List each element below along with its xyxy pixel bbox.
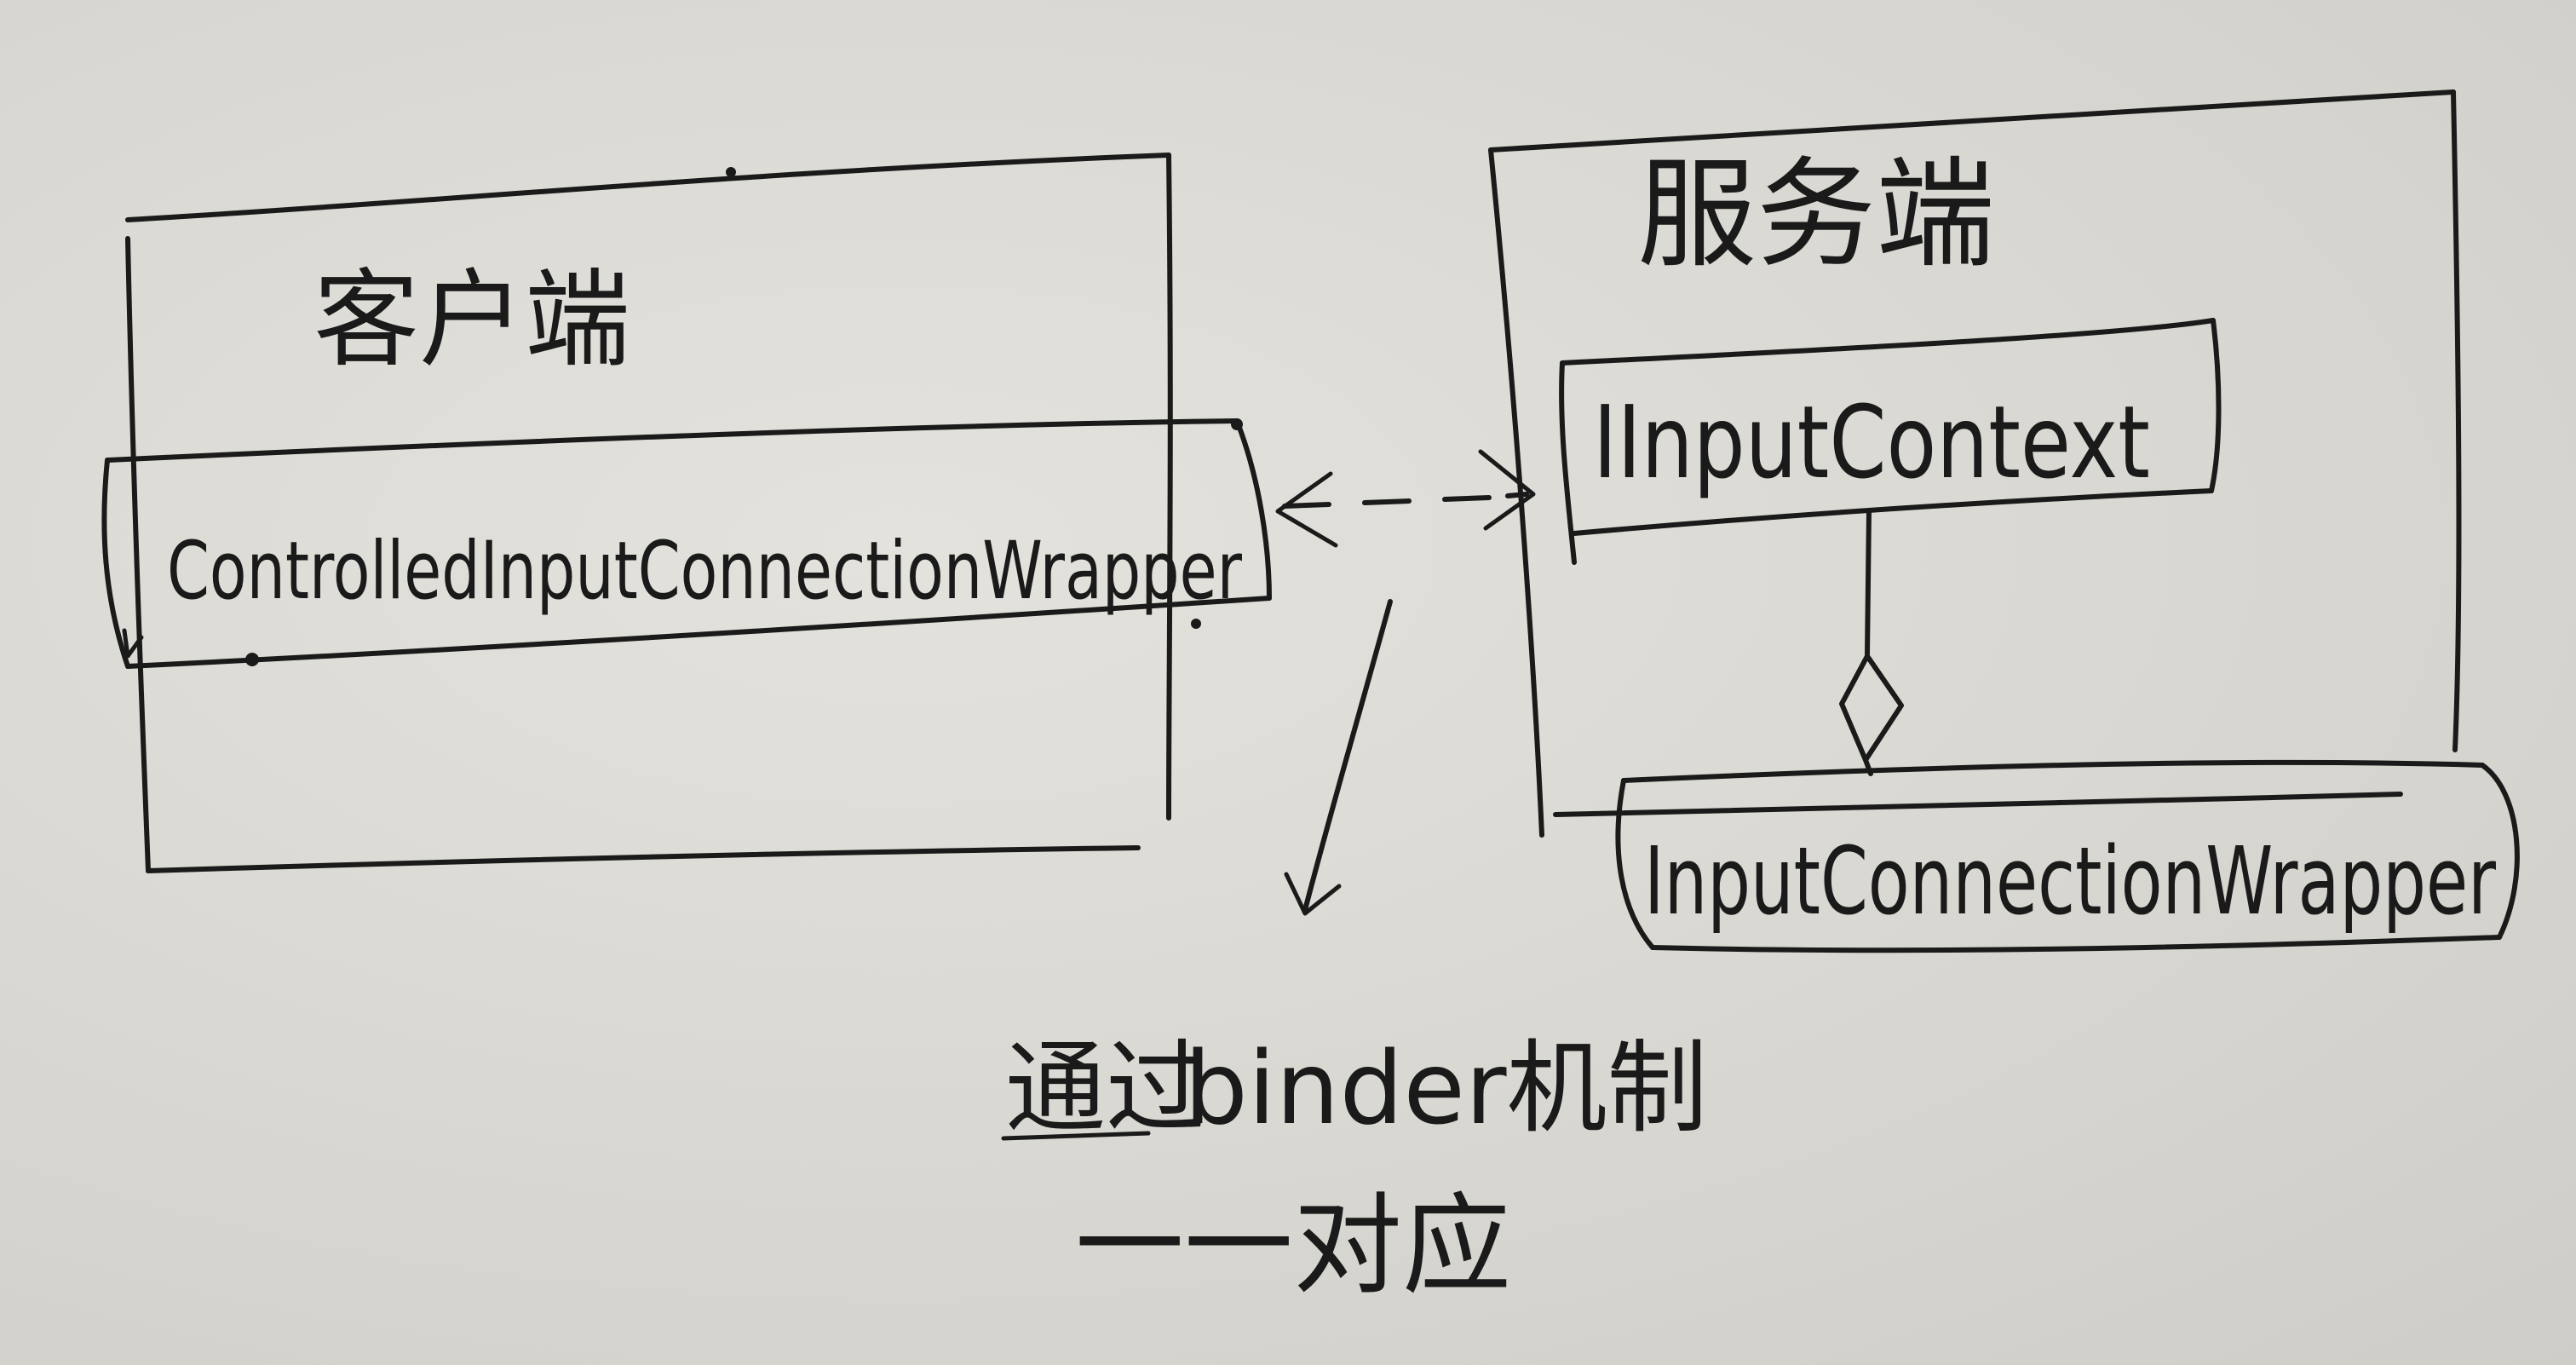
connection-wrapper-label: InputConnectionWrapper — [1644, 826, 2497, 936]
client-title: 客户端 — [313, 259, 630, 382]
input-context-label: IInputContext — [1593, 383, 2150, 501]
binder-annotation: 通过 binder机制 一一对应 — [1001, 1029, 1708, 1310]
annotation-suffix: binder机制 — [1184, 1029, 1708, 1147]
client-box — [125, 153, 1173, 873]
down-arrow — [1284, 599, 1393, 916]
annotation-prefix: 通过 — [1005, 1029, 1206, 1147]
bidirectional-dashed-arrow — [1275, 449, 1536, 548]
server-title: 服务端 — [1637, 146, 1995, 285]
controlled-wrapper-label: ControlledInputConnectionWrapper — [167, 525, 1242, 618]
controlled-wrapper-box — [101, 418, 1272, 669]
annotation-underline — [1001, 1131, 1151, 1141]
server-box — [1488, 89, 2462, 838]
input-context-box — [1559, 318, 2222, 565]
composition-diamond-connector — [1839, 509, 1904, 776]
annotation-line2: 一一对应 — [1075, 1183, 1511, 1310]
connection-wrapper-box — [1615, 759, 2520, 953]
